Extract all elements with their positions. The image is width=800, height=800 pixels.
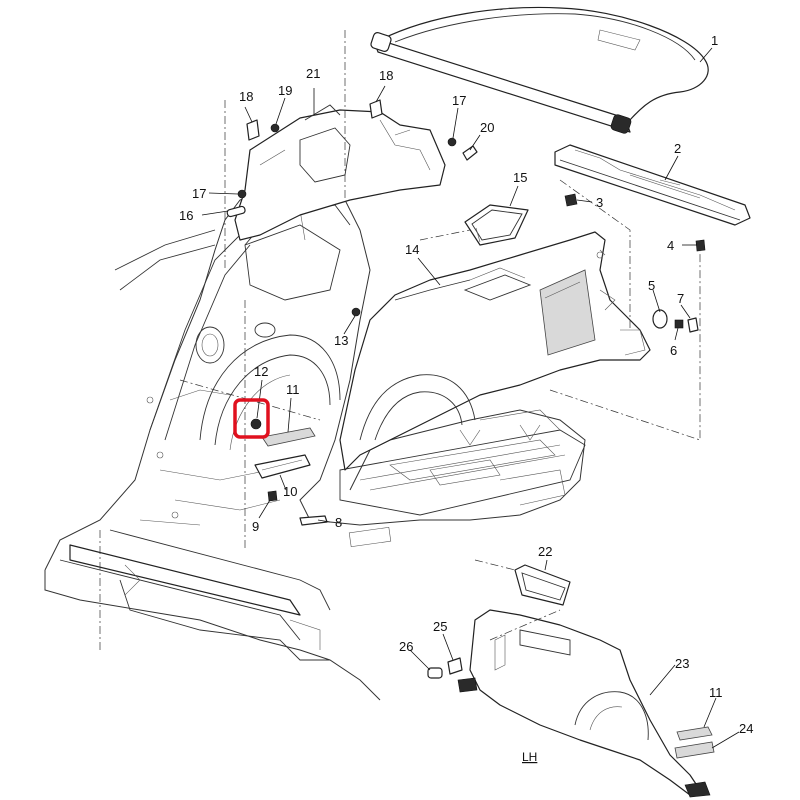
callout-26: 26: [399, 639, 413, 654]
vehicle-body: [44, 179, 586, 701]
callout-12: 12: [254, 364, 268, 379]
part-21-upper-quarter-trim: [234, 104, 446, 241]
callout-18-left: 18: [239, 89, 253, 104]
callout-5: 5: [648, 278, 655, 293]
callout-2: 2: [674, 141, 681, 156]
callout-22: 22: [538, 544, 552, 559]
callout-17-left: 17: [192, 186, 206, 201]
callout-24: 24: [739, 721, 753, 736]
part-22-lh-storage-bin: [514, 564, 571, 606]
callout-20: 20: [480, 120, 494, 135]
callout-8: 8: [335, 515, 342, 530]
callout-16: 16: [179, 208, 193, 223]
highlight-box-12: [233, 398, 270, 439]
leader-lines: [201, 47, 740, 749]
callout-19: 19: [278, 83, 292, 98]
reference-lines: [99, 30, 701, 650]
callout-1: 1: [711, 33, 718, 48]
callout-7: 7: [677, 291, 684, 306]
callout-labels: 1 2 3 4 5 6 7 8 9 10 11 12 13 14 15 16 1…: [179, 33, 753, 764]
callout-11-lower: 11: [709, 685, 723, 700]
part-15-rh-storage-bin: [464, 204, 529, 246]
callout-25: 25: [433, 619, 447, 634]
callout-9: 9: [252, 519, 259, 534]
fasteners: [226, 99, 715, 759]
part-23-lh-quarter-trim: [469, 609, 711, 798]
callout-23: 23: [675, 656, 689, 671]
callout-13: 13: [334, 333, 348, 348]
callout-18-right: 18: [379, 68, 393, 83]
part-2-rear-sill-plate: [554, 144, 751, 226]
callout-15: 15: [513, 170, 527, 185]
part-1-cargo-cover: [370, 6, 709, 134]
callout-4: 4: [667, 238, 674, 253]
callout-10: 10: [283, 484, 297, 499]
callout-11: 11: [286, 382, 300, 397]
callout-14: 14: [405, 242, 419, 257]
callout-3: 3: [596, 195, 603, 210]
callout-21: 21: [306, 66, 320, 81]
view-label-lh: LH: [522, 750, 537, 764]
callout-6: 6: [670, 343, 677, 358]
part-14-rh-quarter-trim: [339, 231, 651, 471]
callout-17-right: 17: [452, 93, 466, 108]
